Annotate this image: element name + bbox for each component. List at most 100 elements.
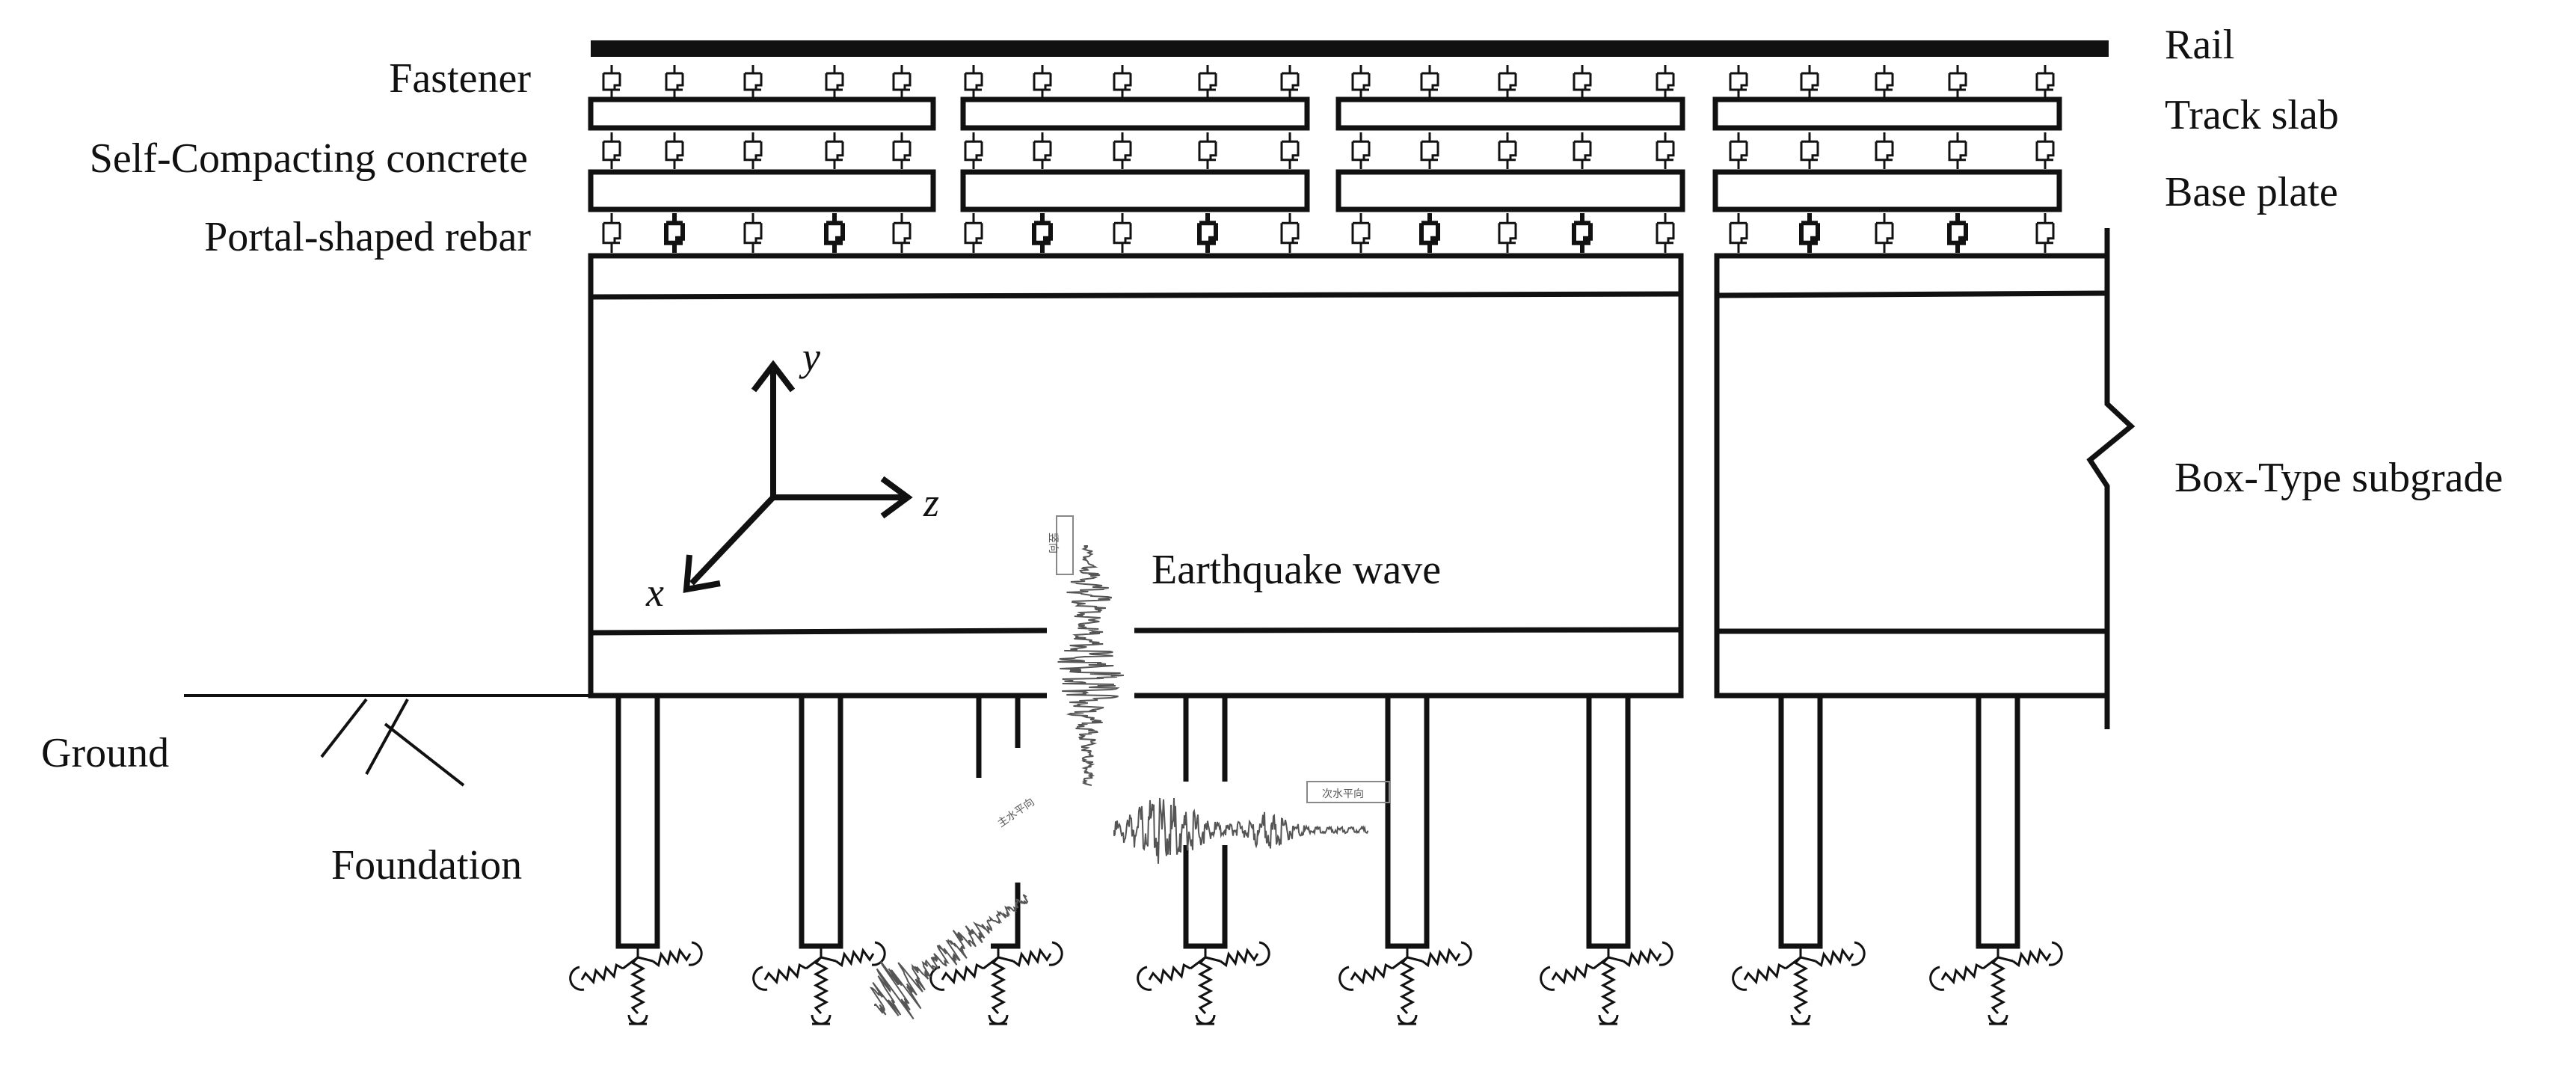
box-left-top-slab [590, 291, 1682, 300]
box-right-outline [1714, 253, 2107, 699]
soil-spring-group [1338, 941, 1472, 1025]
fastener-spring [1113, 65, 1132, 98]
rebar-spring [743, 213, 763, 253]
scc-spring [892, 132, 912, 169]
fastener-spring [1948, 65, 1967, 98]
box-right-top-slab [1716, 290, 2108, 298]
rebar-spring [1498, 213, 1517, 253]
scc-spring [1280, 132, 1300, 169]
track-slab-4 [1712, 96, 2062, 131]
scc-spring [1198, 132, 1217, 169]
pile [1385, 693, 1430, 949]
fastener-spring [825, 65, 844, 98]
wave-legend-horizontal-1: 主水平向 [995, 796, 1036, 829]
base-plate-4 [1712, 169, 2062, 212]
fastener-spring [665, 65, 684, 98]
earthquake-wave-records [869, 515, 1390, 1019]
fastener-spring [2035, 65, 2055, 98]
pile [1778, 693, 1823, 949]
track-slab-2 [960, 96, 1310, 131]
fastener-spring [1800, 65, 1819, 98]
scc-spring [1800, 132, 1819, 169]
fastener-spring [964, 65, 983, 98]
label-fastener: Fastener [389, 55, 531, 102]
label-rail: Rail [2165, 22, 2234, 68]
scc-spring [1948, 132, 1967, 169]
wave-legend-box-horizontal [1306, 781, 1390, 803]
fastener-spring [1351, 65, 1371, 98]
break-line [2086, 228, 2136, 729]
soil-spring-group [752, 941, 886, 1025]
scc-spring [1351, 132, 1371, 169]
fastener-spring [1033, 65, 1052, 98]
pile [799, 693, 843, 949]
label-scc: Self-Compacting concrete [90, 135, 528, 182]
track-slab-1 [588, 96, 936, 131]
label-base-plate: Base plate [2165, 169, 2338, 215]
fastener-spring [1420, 65, 1439, 98]
track-slabs [588, 96, 2062, 131]
pile [1976, 693, 2020, 949]
rail-bar [591, 40, 2109, 57]
rebar-spring [2035, 213, 2055, 253]
label-ground: Ground [41, 730, 169, 776]
wave-legend-vertical: 竖向 [1047, 533, 1059, 553]
soil-springs [569, 941, 2063, 1025]
rebar-spring [964, 213, 983, 253]
scc-spring [1033, 132, 1052, 169]
label-earthquake-wave: Earthquake wave [1152, 547, 1441, 593]
base-plate-1 [588, 169, 936, 212]
rebar-spring [1197, 213, 1218, 253]
axis-label-z: z [923, 480, 939, 525]
wave-diagonal-record [869, 894, 1029, 1019]
soil-spring-group [569, 941, 703, 1025]
pile [1183, 845, 1228, 949]
fastener-springs [602, 65, 2055, 253]
base-plate-2 [960, 169, 1310, 212]
rebar-spring [1656, 213, 1675, 253]
rebar-spring [892, 213, 912, 253]
fastener-spring [1875, 65, 1894, 98]
scc-spring [1498, 132, 1517, 169]
pile [976, 693, 1021, 778]
label-subgrade: Box-Type subgrade [2174, 455, 2503, 501]
axis-label-x: x [645, 570, 664, 615]
fastener-spring [1198, 65, 1217, 98]
fastener-spring [1573, 65, 1592, 98]
pile [1586, 693, 1631, 949]
rebar-spring [1799, 213, 1820, 253]
scc-spring [1113, 132, 1132, 169]
scc-spring [602, 132, 621, 169]
scc-spring [825, 132, 844, 169]
scc-spring [665, 132, 684, 169]
scc-spring [2035, 132, 2055, 169]
soil-spring-group [1540, 941, 1673, 1025]
soil-spring-group [1137, 941, 1270, 1025]
scc-spring [1420, 132, 1439, 169]
fastener-spring [1280, 65, 1300, 98]
fastener-spring [1498, 65, 1517, 98]
rebar-spring [1032, 213, 1053, 253]
rebar-spring [1113, 213, 1132, 253]
wave-horizontal-record [1113, 797, 1368, 864]
soil-spring-group [1732, 941, 1866, 1025]
pile [615, 693, 660, 949]
rebar-spring [1351, 213, 1371, 253]
fastener-spring [1729, 65, 1748, 98]
pile [1183, 693, 1228, 782]
scc-spring [964, 132, 983, 169]
scc-spring [1573, 132, 1592, 169]
wave-vertical-record [1057, 545, 1124, 786]
scc-spring [743, 132, 763, 169]
scc-spring [1729, 132, 1748, 169]
fastener-spring [602, 65, 621, 98]
soil-spring-group [929, 941, 1063, 1025]
label-rebar: Portal-shaped rebar [204, 214, 531, 260]
fastener-spring [743, 65, 763, 98]
rebar-spring [824, 213, 845, 253]
rebar-spring [1572, 213, 1593, 253]
coordinate-axes [683, 360, 913, 593]
axis-label-y: y [799, 334, 820, 379]
box-left-bottom-slab-a [590, 628, 1048, 636]
